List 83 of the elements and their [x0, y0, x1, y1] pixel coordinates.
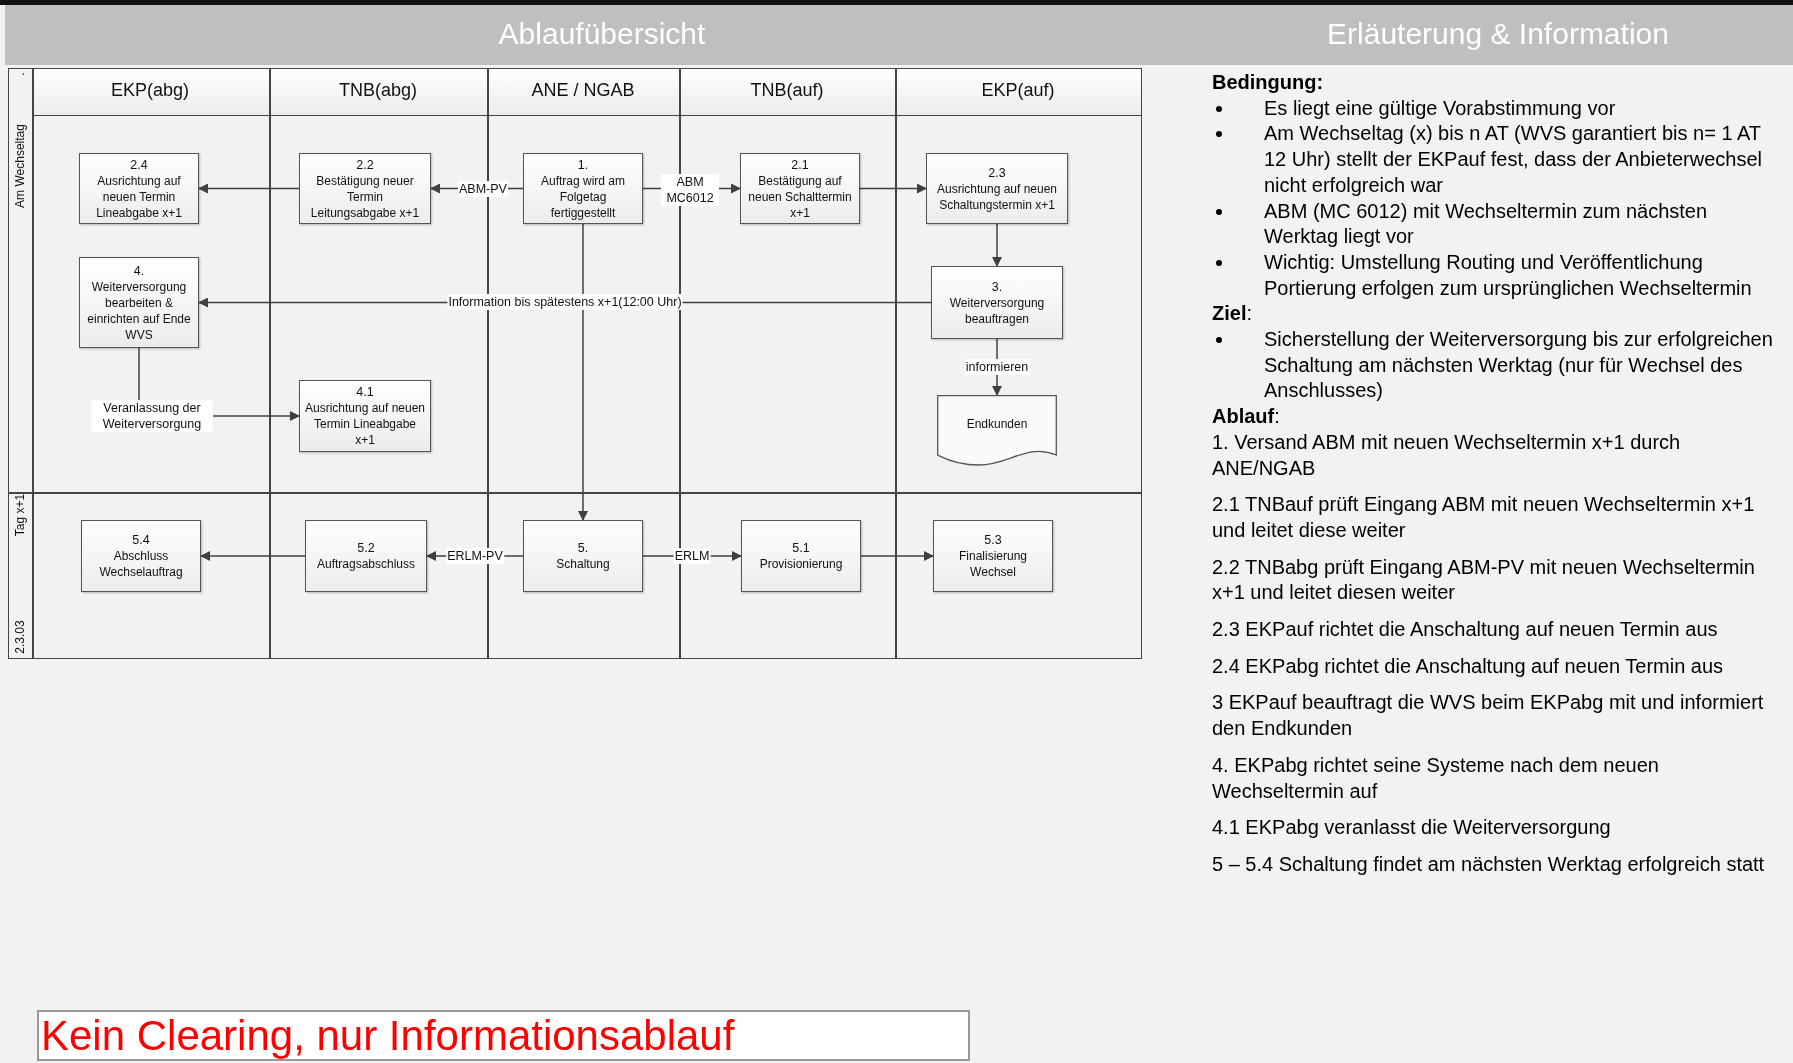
- step-label: Provisionierung: [759, 556, 843, 572]
- bullet-text: Am Wechseltag (x) bis n AT (WVS garantiert bis n= 1 AT 12 Uhr) stellt der EKPauf fest, dass der Anbieterwechsel nicht erfolgreich war: [1264, 121, 1764, 198]
- arrow: [578, 223, 588, 521]
- step-number: 5.1: [792, 540, 810, 556]
- process-box: [740, 153, 860, 224]
- step-description: 1. Versand ABM mit neuen Wechseltermin x+1 durch ANE/NGAB: [1212, 429, 1682, 481]
- step-description: 2.3 EKPauf richtet die Anschaltung auf neuen Termin aus: [1212, 617, 1719, 643]
- step-number: 2.3: [988, 164, 1006, 181]
- process-box: [299, 380, 431, 452]
- step-label: Schaltung: [556, 556, 610, 572]
- arrow: [992, 223, 1002, 267]
- step-label: Endkunden: [966, 416, 1028, 432]
- bullet-text: Sicherstellung der Weiterversorgung bis zur erfolgreichen Schaltung am nächsten Werktag (nur für Wechsel des Anschlusses): [1264, 327, 1774, 404]
- arrow: [859, 183, 927, 194]
- lane-heading: ANE / NGAB: [531, 80, 635, 101]
- process-box: [523, 153, 643, 224]
- process-box: [79, 153, 199, 224]
- process-box: [741, 520, 861, 592]
- arrow: [200, 551, 306, 561]
- step-number: 5.4: [132, 532, 150, 548]
- step-label: Weiterversorgung bearbeiten & einrichten auf Ende WVS: [86, 278, 192, 343]
- edge-label: ABM MC6012: [661, 174, 719, 206]
- step-number: 5.2: [357, 540, 375, 556]
- bullet-text: Wichtig: Umstellung Routing und Veröffentlichung Portierung erfolgen zum ursprünglichen Wechseltermin: [1264, 249, 1753, 301]
- step-number: 3.: [991, 278, 1003, 295]
- process-box: [933, 520, 1053, 592]
- arrow: [860, 551, 934, 561]
- document-shape: [937, 395, 1057, 467]
- step-description: 2.2 TNBabg prüft Eingang ABM-PV mit neuen Wechseltermin x+1 und leitet diesen weiter: [1212, 554, 1756, 606]
- step-description: 2.1 TNBauf prüft Eingang ABM mit neuen Wechseltermin x+1 und leitet diese weiter: [1212, 492, 1756, 543]
- section-heading: Bedingung:: [1212, 70, 1325, 95]
- step-number: 4.: [133, 262, 145, 279]
- step-number: 2.1: [791, 156, 809, 173]
- section-heading: Erläuterung & Information: [1327, 17, 1669, 51]
- bullet-text: ABM (MC 6012) mit Wechseltermin zum nächsten Werktag liegt vor: [1264, 198, 1709, 250]
- step-description: 5 – 5.4 Schaltung findet am nächsten Werktag erfolgreich statt: [1212, 852, 1766, 877]
- section-heading: Ablaufübersicht: [498, 17, 706, 51]
- lane-heading: EKP(abg): [111, 80, 189, 101]
- bullet-text: Es liegt eine gültige Vorabstimmung vor: [1264, 95, 1616, 121]
- arrow: [198, 183, 300, 194]
- step-label: Auftrag wird am Folgetag fertiggestellt: [540, 172, 626, 221]
- step-description: 3 EKPauf beauftragt die WVS beim EKPabg mit und informiert den Endkunden: [1212, 690, 1765, 742]
- step-label: Ausrichtung auf neuen Termin Lineabgabe x+1: [95, 172, 183, 221]
- step-number: 2.2: [356, 156, 374, 173]
- step-label: Weiterversorgung beauftragen: [948, 294, 1046, 327]
- process-box: [931, 266, 1063, 339]
- edge-label: Veranlassung der Weiterversorgung: [91, 400, 213, 432]
- process-box: [81, 520, 201, 592]
- edge-label: ABM-PV: [458, 181, 508, 197]
- process-box: [926, 153, 1068, 224]
- row-heading: Am Wechseltag: [13, 124, 27, 208]
- process-box: [79, 257, 199, 348]
- section-heading: Ziel:: [1212, 301, 1253, 327]
- section-heading: Ablauf:: [1212, 404, 1281, 430]
- step-number: 4.1: [356, 384, 374, 400]
- step-description: 4.1 EKPabg veranlasst die Weiterversorgung: [1212, 815, 1612, 841]
- note-banner: Kein Clearing, nur Informationsablauf: [37, 1010, 970, 1061]
- edge-label: informieren: [964, 359, 1030, 375]
- step-number: 1.: [577, 156, 589, 173]
- step-number: 2.4: [130, 156, 148, 173]
- row-heading: .: [13, 72, 27, 76]
- row-heading: 2.3.03: [13, 620, 27, 654]
- step-label: Abschluss Wechselauftrag: [98, 548, 184, 580]
- lane-heading: TNB(auf): [750, 80, 824, 101]
- process-box: [299, 153, 431, 224]
- lane-heading: TNB(abg): [339, 80, 417, 101]
- step-label: Ausrichtung auf neuen Schaltungstermin x+1: [935, 180, 1059, 213]
- row-heading: Tag x+1: [13, 493, 27, 537]
- edge-label: ERLM: [673, 548, 711, 564]
- step-label: Bestätigung auf neuen Schalttermin x+1: [747, 172, 853, 221]
- step-label: Ausrichtung auf neuen Termin Lineabgabe x+1: [303, 400, 427, 448]
- step-number: 5.: [577, 540, 589, 556]
- step-label: Finalisierung Wechsel: [957, 548, 1028, 580]
- step-label: Bestätigung neuer Termin Leitungsabgabe x+1: [309, 172, 421, 221]
- step-description: 2.4 EKPabg richtet die Anschaltung auf neuen Termin aus: [1212, 653, 1725, 679]
- edge-label: Information bis spätestens x+1(12:00 Uhr): [447, 294, 683, 310]
- process-box: [523, 520, 643, 592]
- step-number: 5.3: [984, 532, 1002, 548]
- process-box: [305, 520, 427, 592]
- step-description: 4. EKPabg richtet seine Systeme nach dem neuen Wechseltermin auf: [1212, 752, 1660, 804]
- step-label: Auftragsabschluss: [316, 556, 416, 572]
- edge-label: ERLM-PV: [446, 548, 504, 564]
- lane-heading: EKP(auf): [981, 80, 1055, 101]
